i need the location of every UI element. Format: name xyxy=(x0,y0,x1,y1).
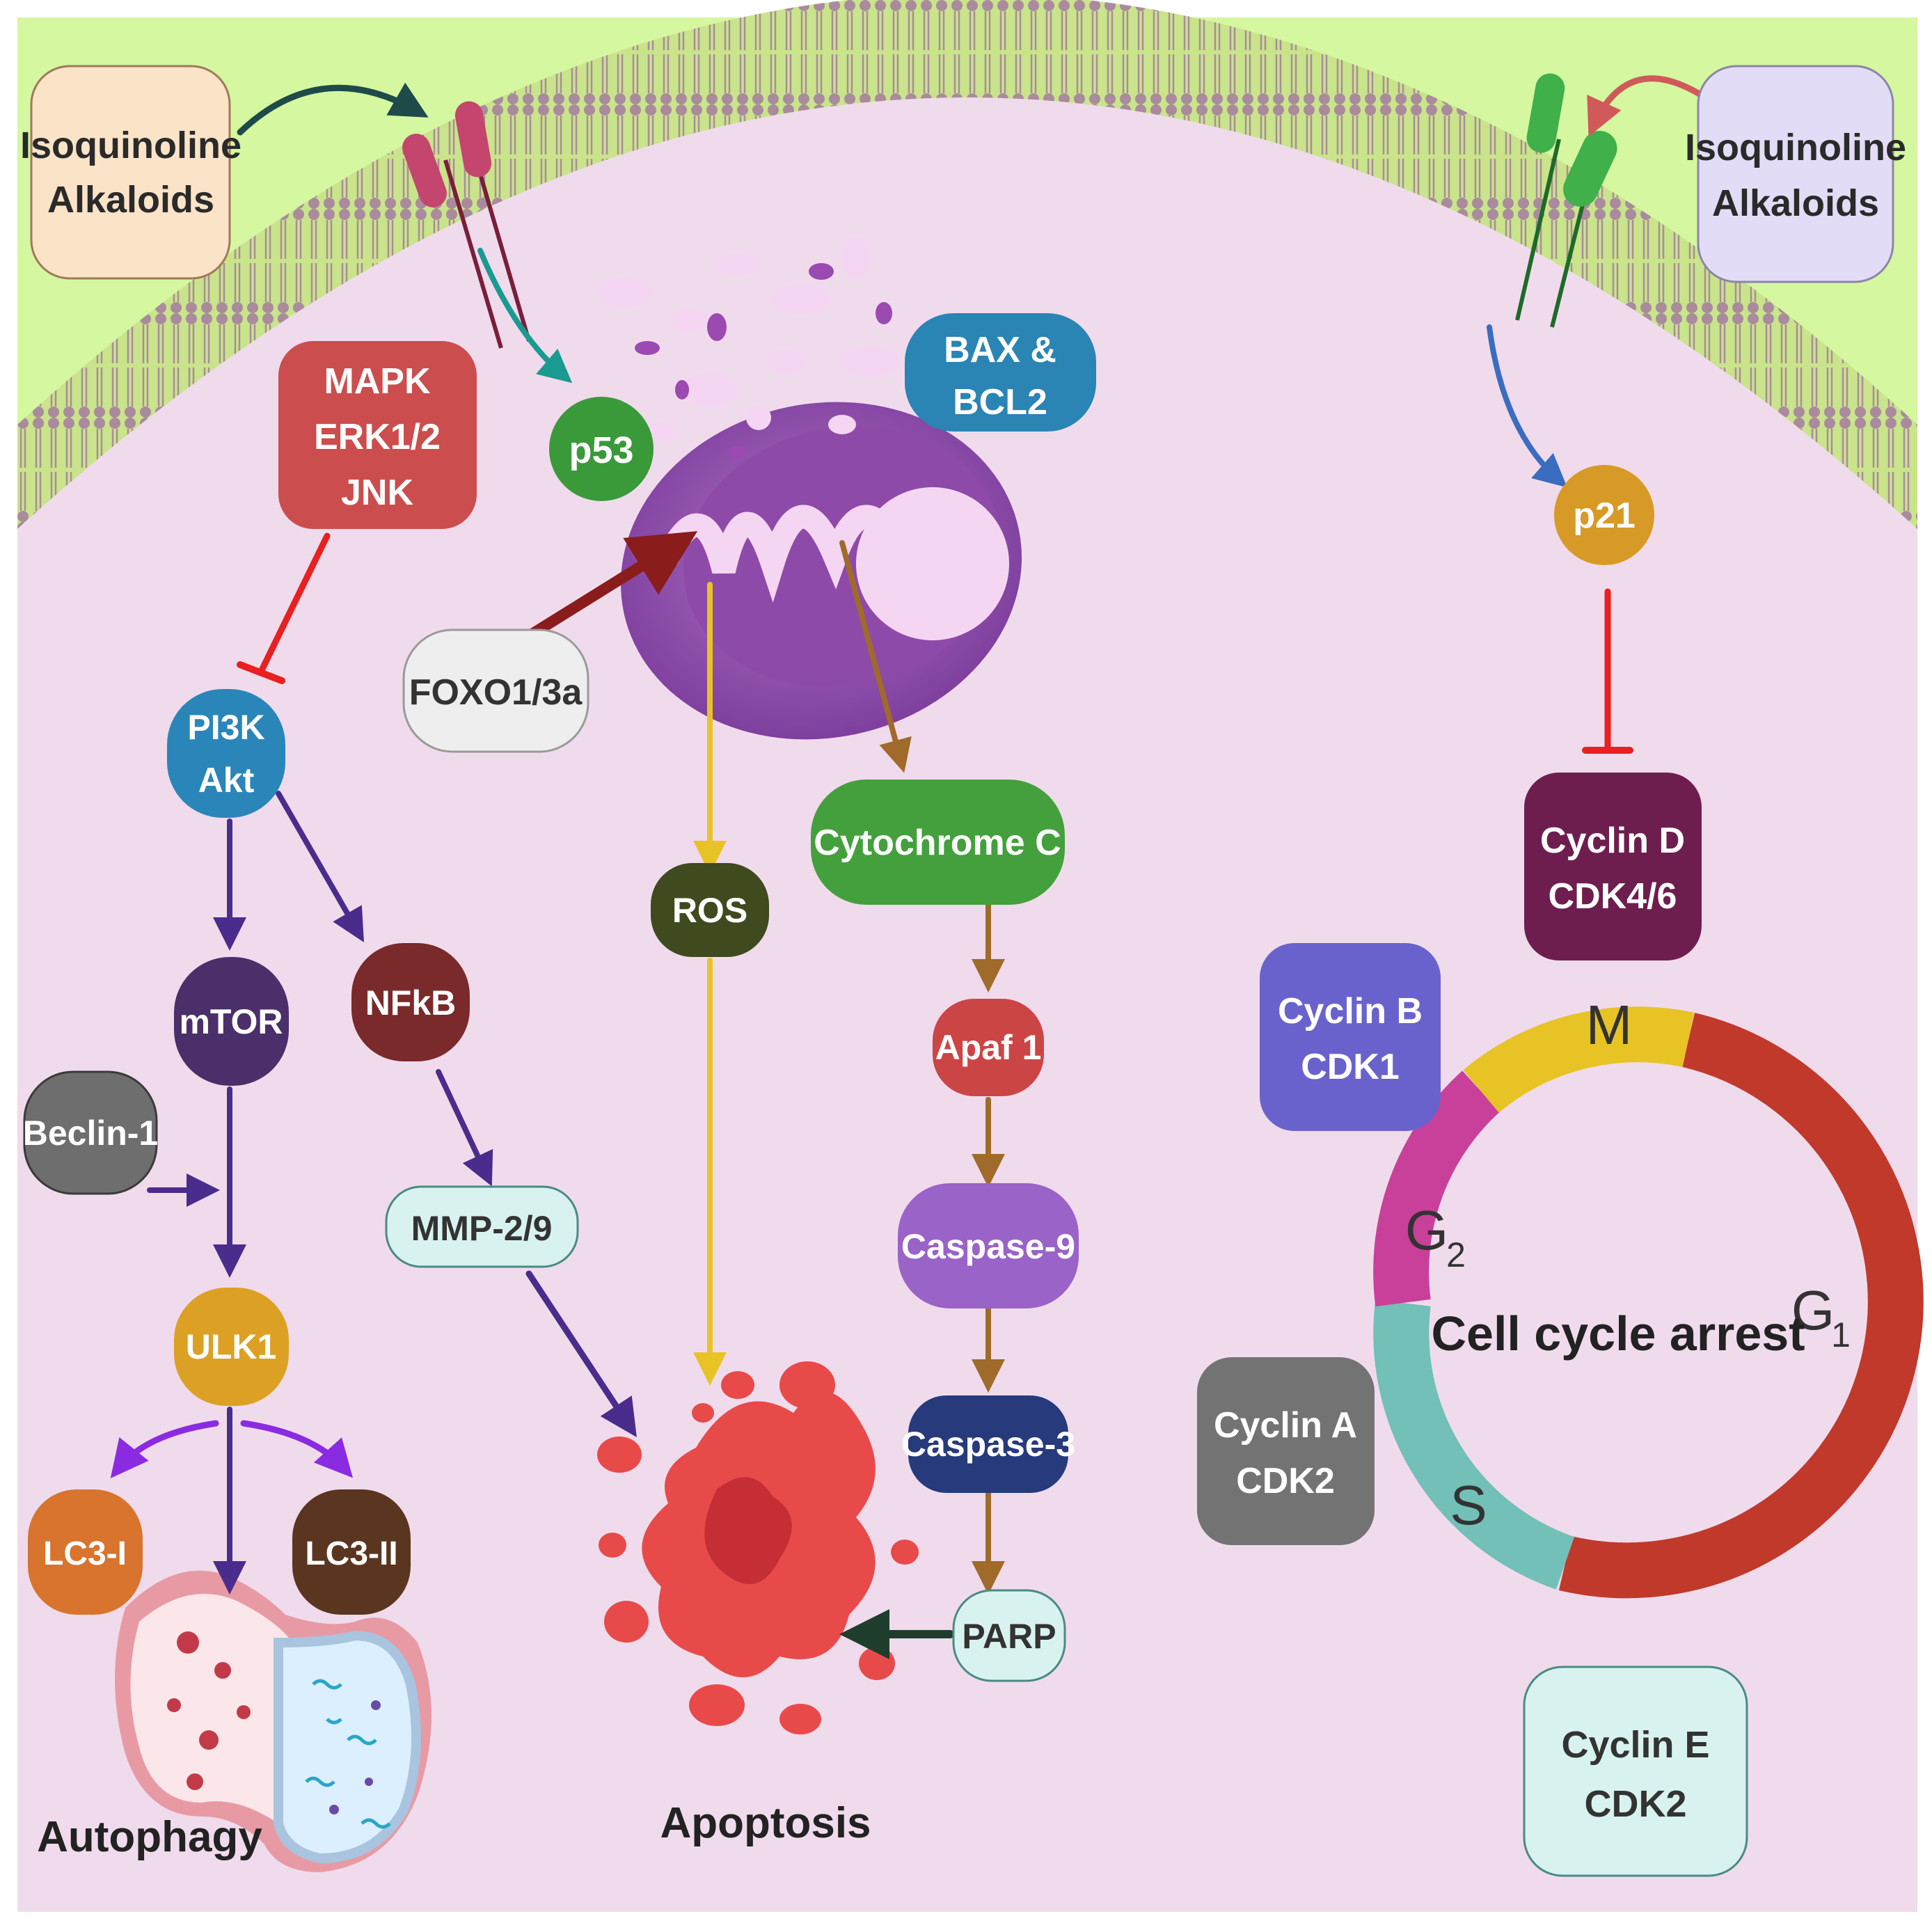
autophagy-label: Autophagy xyxy=(37,1813,262,1861)
node-cyclin-e: Cyclin E CDK2 xyxy=(1523,1666,1748,1877)
node-p21: p21 xyxy=(1554,465,1654,565)
svg-text:Akt: Akt xyxy=(198,761,255,800)
arrow-inducer-left-receptor xyxy=(237,82,429,136)
svg-text:p21: p21 xyxy=(1573,496,1636,536)
cell-cycle-arrest-label: Cell cycle arrest xyxy=(1431,1306,1805,1361)
node-p53: p53 xyxy=(549,397,654,501)
phase-s-arc xyxy=(1373,1299,1575,1590)
arrow-mmp-apoptosis xyxy=(525,1270,637,1438)
svg-text:Cytochrome C: Cytochrome C xyxy=(814,823,1061,863)
svg-text:CDK1: CDK1 xyxy=(1301,1047,1400,1087)
svg-text:MAPK: MAPK xyxy=(324,361,431,402)
node-cytochrome-c: Cytochrome C xyxy=(811,780,1065,905)
svg-text:Cyclin B: Cyclin B xyxy=(1278,991,1423,1031)
svg-text:ULK1: ULK1 xyxy=(186,1327,277,1366)
svg-text:CDK4/6: CDK4/6 xyxy=(1549,876,1677,917)
node-mmp: MMP-2/9 xyxy=(385,1185,579,1268)
arrow-pi3k-nfkb xyxy=(276,791,364,942)
phase-g2-arc xyxy=(1373,1070,1501,1307)
node-caspase-9: Caspase-9 xyxy=(898,1183,1079,1308)
apoptotic-cell-icon xyxy=(597,1361,919,1734)
inducer-left-line2: Alkaloids xyxy=(47,179,214,221)
svg-text:LC3-II: LC3-II xyxy=(305,1535,397,1572)
svg-text:BCL2: BCL2 xyxy=(953,382,1047,422)
inducer-left: Isoquinoline Alkaloids xyxy=(20,65,242,280)
svg-text:MMP-2/9: MMP-2/9 xyxy=(411,1209,553,1248)
inducer-right: Isoquinoline Alkaloids xyxy=(1685,65,1906,283)
svg-text:G: G xyxy=(1405,1199,1448,1261)
node-parp: PARP xyxy=(952,1589,1066,1682)
node-cyclin-a: Cyclin A CDK2 xyxy=(1197,1357,1375,1545)
node-cyclin-b: Cyclin B CDK1 xyxy=(1260,943,1441,1131)
svg-text:LC3-I: LC3-I xyxy=(43,1535,127,1572)
mitochondrion-icon xyxy=(599,237,1022,740)
svg-text:CDK2: CDK2 xyxy=(1236,1461,1335,1501)
node-lc3ii: LC3-II xyxy=(292,1489,411,1615)
arrow-nfkb-mmp xyxy=(436,1069,493,1187)
inhibit-mapk-pi3k xyxy=(258,532,331,675)
connectors xyxy=(110,75,1709,1659)
phase-g1-label: G 1 xyxy=(1791,1279,1851,1354)
node-mapk: MAPK ERK1/2 JNK xyxy=(278,341,477,529)
svg-text:Caspase-9: Caspase-9 xyxy=(901,1227,1075,1266)
svg-text:Beclin-1: Beclin-1 xyxy=(23,1114,159,1153)
svg-text:p53: p53 xyxy=(569,429,633,471)
svg-text:PARP: PARP xyxy=(962,1617,1056,1656)
node-bax-bcl2: BAX & BCL2 xyxy=(905,313,1096,432)
phase-s-label: S xyxy=(1450,1474,1487,1536)
svg-text:Cyclin A: Cyclin A xyxy=(1214,1405,1357,1446)
svg-text:ERK1/2: ERK1/2 xyxy=(314,417,441,457)
node-lc3i: LC3-I xyxy=(28,1489,143,1615)
arrow-receptor-p53 xyxy=(477,248,573,383)
node-mtor: mTOR xyxy=(174,957,289,1086)
svg-text:JNK: JNK xyxy=(341,473,413,513)
svg-text:2: 2 xyxy=(1446,1235,1466,1274)
svg-text:FOXO1/3a: FOXO1/3a xyxy=(409,672,583,713)
svg-text:BAX &: BAX & xyxy=(944,330,1056,370)
svg-text:Cyclin E: Cyclin E xyxy=(1561,1724,1709,1766)
arrow-ulk1-lc3i xyxy=(110,1420,219,1479)
svg-text:ROS: ROS xyxy=(672,891,747,930)
inducer-right-line1: Isoquinoline xyxy=(1685,127,1906,168)
arrow-foxo-mito xyxy=(516,531,698,646)
svg-text:NFkB: NFkB xyxy=(365,983,457,1022)
svg-text:Apaf 1: Apaf 1 xyxy=(935,1028,1042,1067)
receptor-right-icon xyxy=(1515,73,1617,328)
node-beclin: Beclin-1 xyxy=(23,1070,159,1195)
inducer-right-line2: Alkaloids xyxy=(1712,182,1879,224)
node-ros: ROS xyxy=(651,863,769,957)
phase-m-arc xyxy=(1463,1006,1695,1114)
phase-g1-arc xyxy=(1558,1013,1924,1599)
arrow-ulk1-lc3ii xyxy=(240,1420,354,1478)
arrow-mito-cytc xyxy=(839,540,912,773)
receptor-left-icon xyxy=(402,101,531,349)
svg-text:PI3K: PI3K xyxy=(187,708,264,747)
node-apaf: Apaf 1 xyxy=(933,999,1044,1096)
cell-cycle-ring xyxy=(1373,1006,1924,1599)
svg-text:Cyclin D: Cyclin D xyxy=(1540,821,1685,861)
inducer-left-line1: Isoquinoline xyxy=(20,125,242,166)
arrow-inducer-right-receptor xyxy=(1587,75,1709,137)
arrow-receptor-p21 xyxy=(1487,324,1568,488)
svg-text:mTOR: mTOR xyxy=(179,1002,283,1041)
svg-text:Caspase-3: Caspase-3 xyxy=(901,1425,1075,1464)
node-pi3k-akt: PI3K Akt xyxy=(167,689,285,818)
svg-text:1: 1 xyxy=(1831,1315,1851,1354)
autophagosome-icon xyxy=(115,1570,431,1872)
node-foxo: FOXO1/3a xyxy=(402,628,589,753)
apoptosis-label: Apoptosis xyxy=(660,1799,871,1847)
svg-text:G: G xyxy=(1791,1279,1835,1341)
svg-text:CDK2: CDK2 xyxy=(1584,1783,1686,1825)
phase-g2-label: G 2 xyxy=(1405,1199,1466,1274)
node-nfkb: NFkB xyxy=(351,943,470,1061)
node-cyclin-d: Cyclin D CDK4/6 xyxy=(1524,773,1702,960)
node-caspase-3: Caspase-3 xyxy=(901,1395,1075,1493)
node-ulk1: ULK1 xyxy=(174,1288,289,1406)
phase-m-label: M xyxy=(1586,994,1633,1056)
inhibit-mapk-pi3k-bar xyxy=(237,661,285,684)
